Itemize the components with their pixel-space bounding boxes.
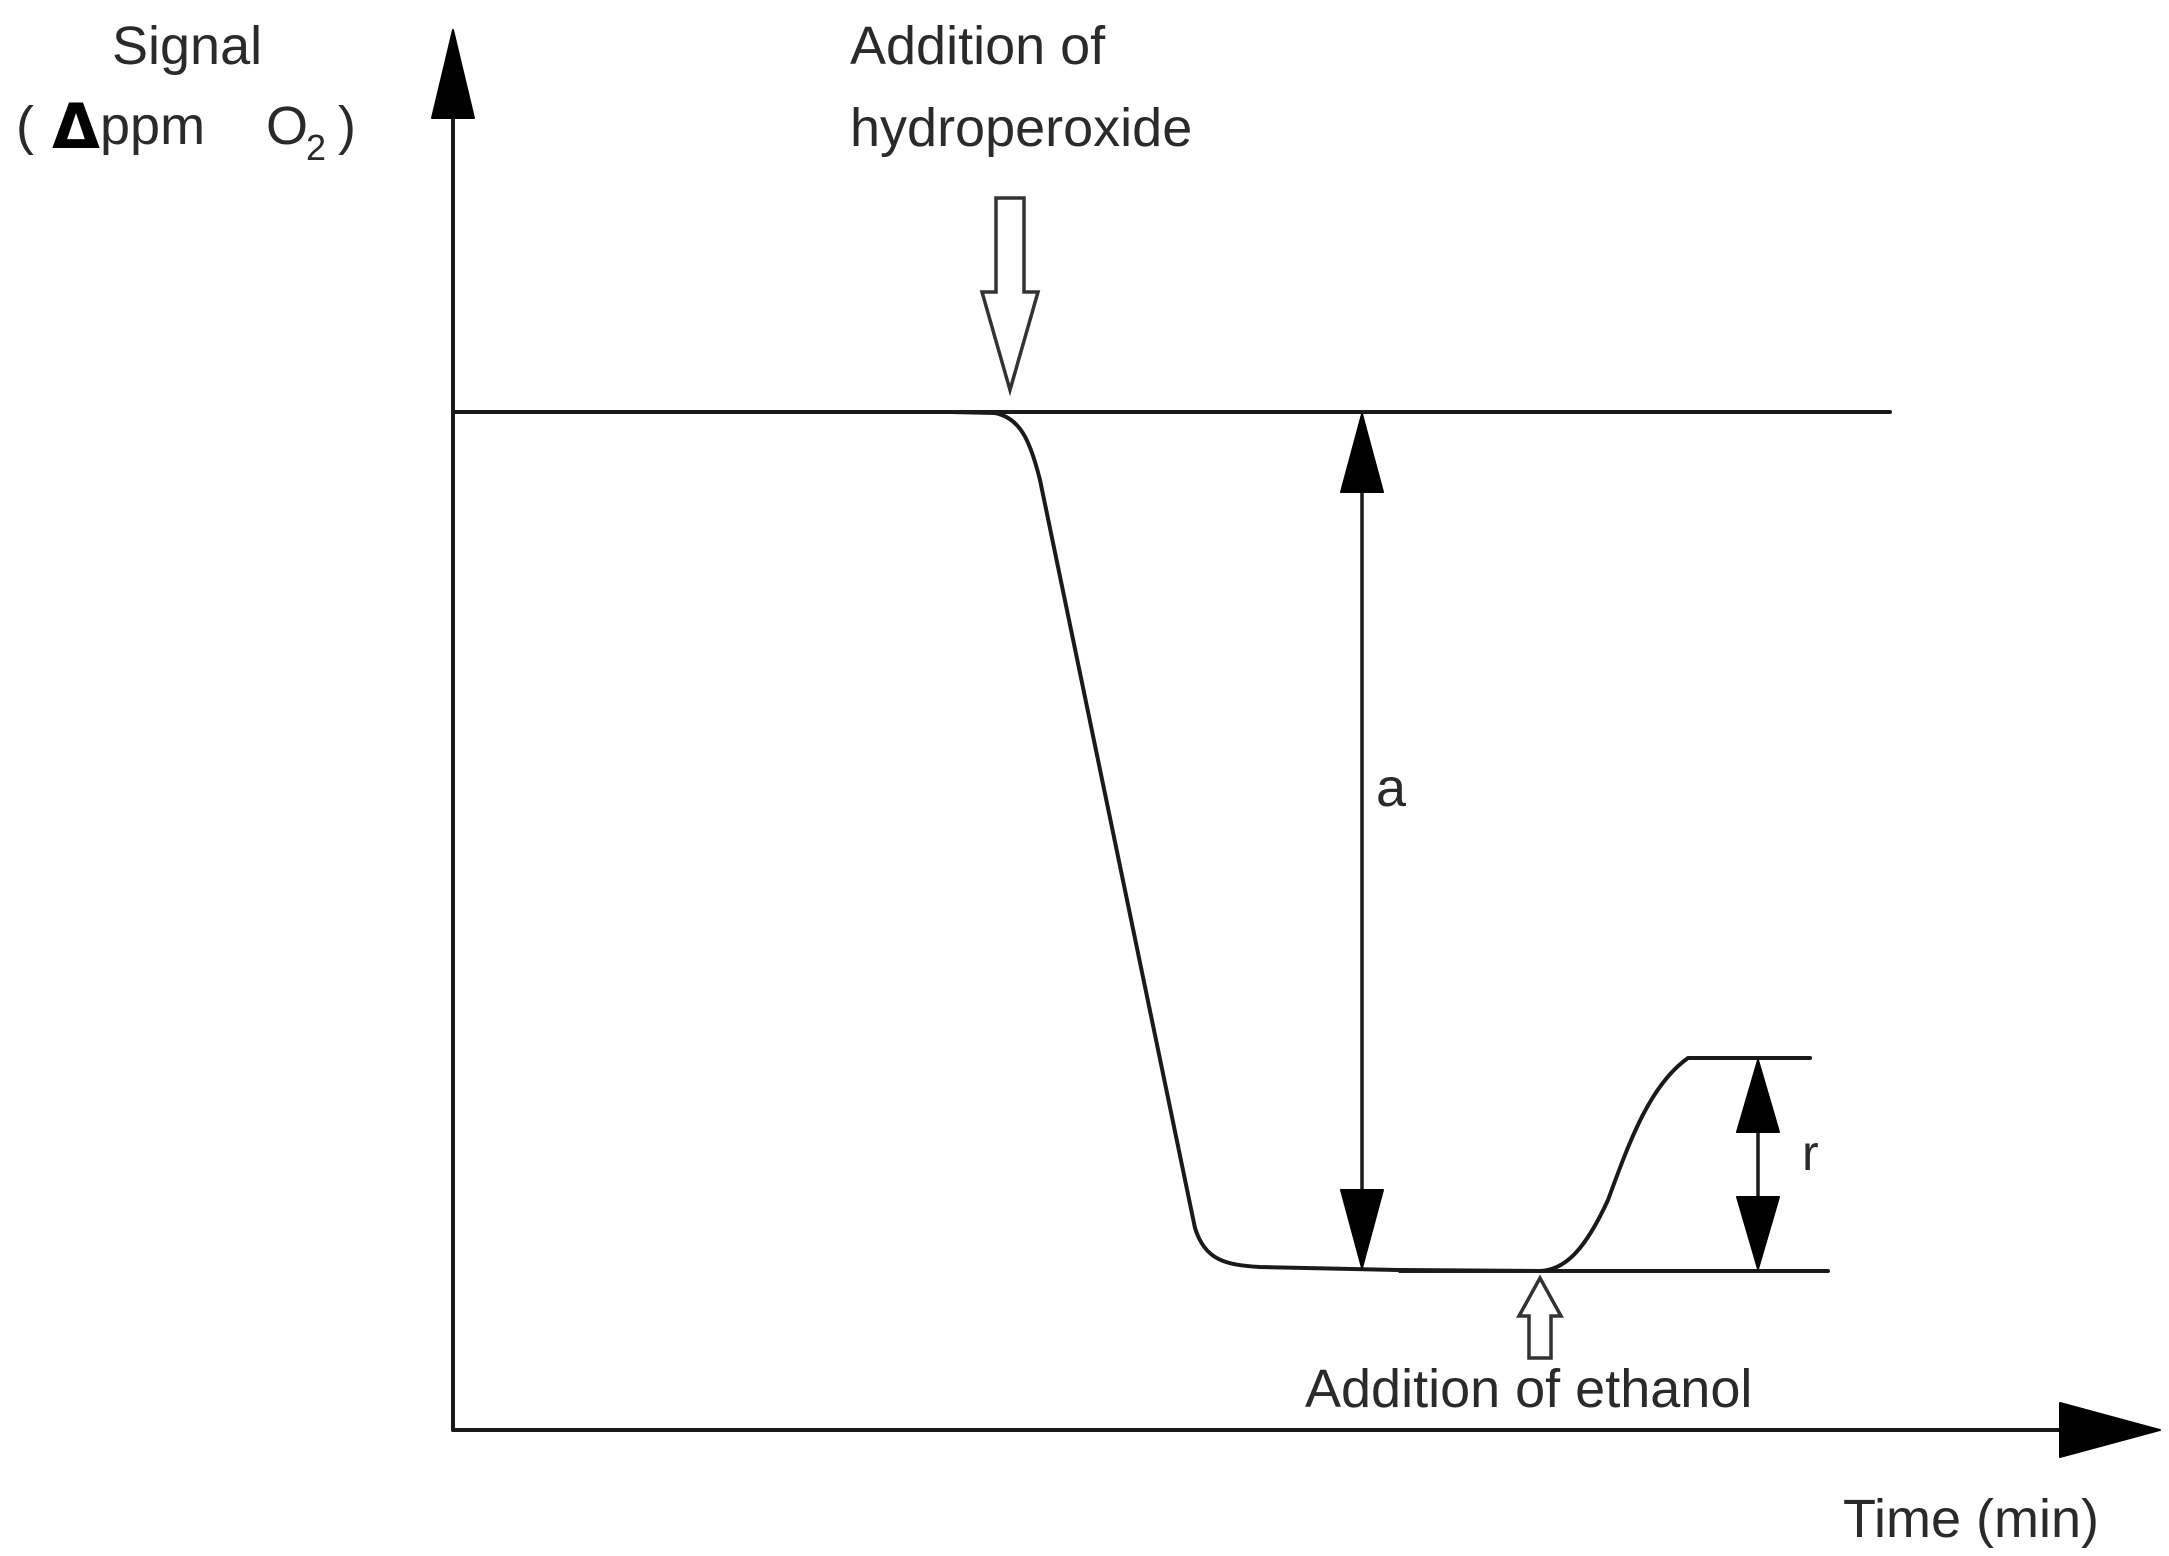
hydroperoxide-label-line2: hydroperoxide bbox=[850, 98, 1192, 158]
r-arrow-down-icon bbox=[1736, 1196, 1780, 1270]
a-arrow-down-icon bbox=[1340, 1189, 1384, 1269]
y-axis-label-line2: ( Δ ppm O 2 ) bbox=[16, 90, 356, 168]
hydroperoxide-label-line1: Addition of bbox=[850, 16, 1106, 76]
r-label: r bbox=[1802, 1125, 1819, 1181]
y-axis-species: O bbox=[266, 96, 308, 156]
signal-curve bbox=[948, 410, 1812, 1273]
ethanol-addition-arrow-icon bbox=[1516, 1274, 1564, 1360]
hydroperoxide-addition-arrow-icon bbox=[979, 196, 1041, 397]
y-axis-arrowhead-icon bbox=[431, 29, 475, 119]
y-axis-unit: ppm bbox=[100, 96, 205, 156]
y-axis-subscript: 2 bbox=[306, 127, 326, 168]
y-axis-open-paren: ( bbox=[16, 96, 34, 156]
delta-symbol: Δ bbox=[52, 90, 100, 163]
ethanol-label: Addition of ethanol bbox=[1305, 1359, 1752, 1419]
y-axis-close-paren: ) bbox=[338, 96, 356, 156]
x-axis-label: Time (min) bbox=[1843, 1489, 2099, 1549]
r-arrow-up-icon bbox=[1736, 1059, 1780, 1133]
y-axis-label-line1: Signal bbox=[112, 16, 262, 76]
a-label: a bbox=[1376, 758, 1407, 818]
a-arrow-up-icon bbox=[1340, 413, 1384, 493]
x-axis-arrowhead-icon bbox=[2059, 1402, 2161, 1458]
